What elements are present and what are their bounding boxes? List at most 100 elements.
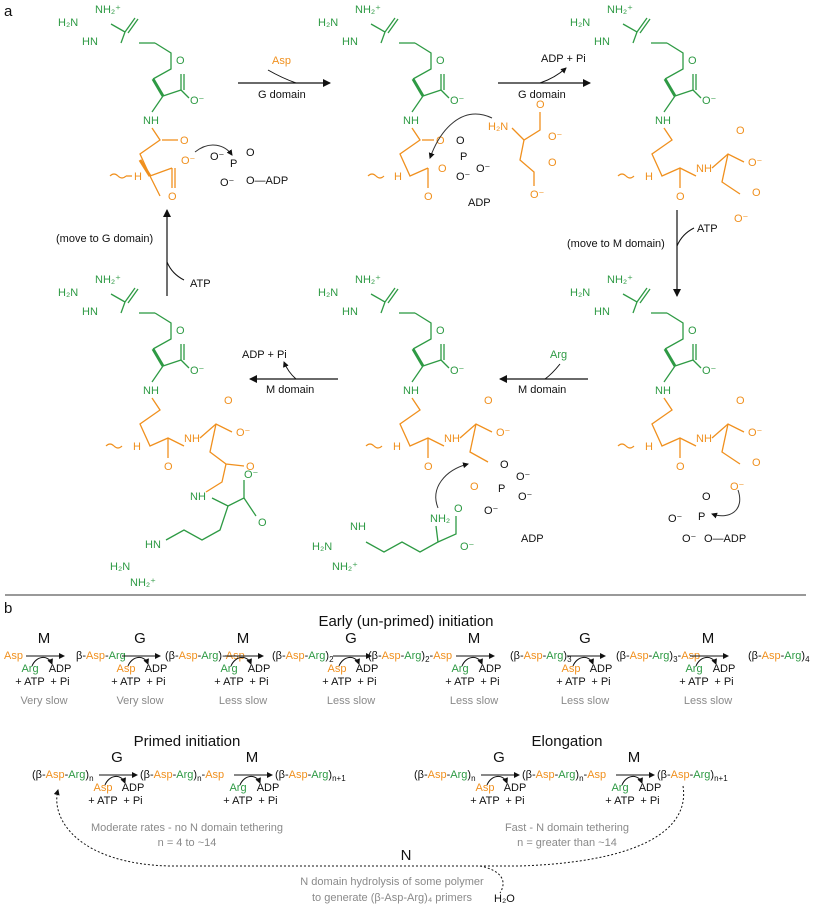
rate-label: Very slow bbox=[20, 695, 67, 707]
h2n-label: H₂N bbox=[570, 287, 590, 299]
nh-label: NH bbox=[696, 163, 712, 175]
adp-label: ADP bbox=[504, 782, 527, 794]
hn-label: HN bbox=[82, 306, 98, 318]
ominus-label: O⁻ bbox=[734, 213, 749, 225]
ominus-label: O⁻ bbox=[210, 151, 225, 163]
nh2plus-label: NH₂⁺ bbox=[607, 274, 633, 286]
arrow-move-g: ATP (move to G domain) bbox=[56, 209, 211, 296]
molecule-1: NH₂⁺ H₂N HN O O⁻ NH O O O⁻ H NH P O⁻ O⁻ … bbox=[58, 4, 288, 203]
h2n-label: H₂N bbox=[58, 287, 78, 299]
enzyme-label: G bbox=[111, 749, 123, 766]
o-adp-label: O—ADP bbox=[704, 533, 746, 545]
o-label: O bbox=[246, 147, 255, 159]
o-label: O bbox=[752, 187, 761, 199]
early-species-row: Asp β-Asp-Arg (β-Asp-Arg)-Asp (β-Asp-Arg… bbox=[4, 650, 810, 664]
adp-label: ADP bbox=[590, 663, 613, 675]
atp-label: + ATP bbox=[322, 676, 351, 688]
adp-label: ADP bbox=[356, 663, 379, 675]
hn-label: HN bbox=[594, 306, 610, 318]
pi-label: + Pi bbox=[480, 676, 499, 688]
ominus-label: O⁻ bbox=[518, 491, 533, 503]
o-label: O bbox=[752, 457, 761, 469]
species-primer-next: (β-Asp-Arg)n+1 bbox=[275, 769, 346, 783]
nh2plus-label: NH₂⁺ bbox=[355, 274, 381, 286]
h-label: H bbox=[645, 441, 653, 453]
species-polymer: (β-Asp-Arg)n bbox=[414, 769, 476, 783]
pi-label: + Pi bbox=[357, 676, 376, 688]
enzyme-label: G bbox=[579, 630, 591, 647]
pi-label: + Pi bbox=[714, 676, 733, 688]
ominus-label: O⁻ bbox=[456, 171, 471, 183]
adp-label: ADP bbox=[521, 533, 544, 545]
g-domain-label: G domain bbox=[518, 89, 566, 101]
ominus-label: O⁻ bbox=[190, 95, 205, 107]
reagent-label: Asp bbox=[476, 782, 495, 794]
o-label: O bbox=[424, 461, 433, 473]
atp-label: + ATP bbox=[445, 676, 474, 688]
elongation-species-row: (β-Asp-Arg)n (β-Asp-Arg)n-Asp (β-Asp-Arg… bbox=[414, 769, 728, 783]
atp-reagent: ATP bbox=[697, 223, 718, 235]
o-label: O bbox=[470, 481, 479, 493]
molecule-6: NH₂⁺ H₂N HN O O⁻ NH NH H O O O⁻ O NH O⁻ … bbox=[58, 274, 267, 589]
panel-a-label: a bbox=[4, 3, 13, 20]
enzyme-label: M bbox=[246, 749, 259, 766]
ominus-label: O⁻ bbox=[730, 481, 745, 493]
hn-label: HN bbox=[342, 306, 358, 318]
h2n-label: H₂N bbox=[318, 17, 338, 29]
primed-species-row: (β-Asp-Arg)n (β-Asp-Arg)n-Asp (β-Asp-Arg… bbox=[32, 769, 346, 783]
pi-label: + Pi bbox=[249, 676, 268, 688]
species-asp-arg-3-asp: (β-Asp-Arg)3-Asp bbox=[616, 650, 700, 664]
enzyme-label: M bbox=[468, 630, 481, 647]
h2n-label: H₂N bbox=[312, 541, 332, 553]
o-label: O bbox=[180, 135, 189, 147]
arrow-g1: Asp G domain bbox=[238, 55, 331, 101]
ominus-label: O⁻ bbox=[548, 131, 563, 143]
arg-reagent: Arg bbox=[550, 349, 567, 361]
nh2-label: NH₂ bbox=[430, 513, 450, 525]
adp-label: ADP bbox=[479, 663, 502, 675]
g-domain-label: G domain bbox=[258, 89, 306, 101]
reagent-curl-arrow bbox=[695, 657, 717, 667]
water-label: H₂O bbox=[494, 893, 515, 905]
nh2plus-label: NH₂⁺ bbox=[607, 4, 633, 16]
phosphate-p: P bbox=[460, 151, 467, 163]
pi-label: + Pi bbox=[640, 795, 659, 807]
o-label: O bbox=[676, 461, 685, 473]
reagent-label: Arg bbox=[229, 782, 246, 794]
adp-label: ADP bbox=[713, 663, 736, 675]
o-label: O bbox=[548, 157, 557, 169]
arrow-g2: ADP + Pi G domain bbox=[498, 53, 591, 101]
pi-label: + Pi bbox=[591, 676, 610, 688]
o-label: O bbox=[224, 395, 233, 407]
species-asp-arg-3: (β-Asp-Arg)3 bbox=[510, 650, 572, 664]
ominus-label: O⁻ bbox=[668, 513, 683, 525]
o-label: O bbox=[484, 395, 493, 407]
nh-label: NH bbox=[184, 433, 200, 445]
nh-label: NH bbox=[655, 385, 671, 397]
ominus-label: O⁻ bbox=[190, 365, 205, 377]
reagent-curl-arrow bbox=[461, 657, 483, 667]
rate-label: Less slow bbox=[684, 695, 732, 707]
nh-label: NH bbox=[143, 115, 159, 127]
ominus-label: O⁻ bbox=[516, 471, 531, 483]
phosphate-p: P bbox=[498, 483, 505, 495]
elongation-rate: Fast - N domain tethering bbox=[505, 822, 629, 834]
reagent-label: Asp bbox=[117, 663, 136, 675]
nh-label: NH bbox=[350, 521, 366, 533]
enzyme-label: G bbox=[134, 630, 146, 647]
o-label: O bbox=[456, 135, 465, 147]
move-g-note: (move to G domain) bbox=[56, 233, 153, 245]
pi-label: + Pi bbox=[123, 795, 142, 807]
enzyme-label: G bbox=[493, 749, 505, 766]
elongation-title: Elongation bbox=[532, 733, 603, 750]
species-asp-arg-4: (β-Asp-Arg)4 bbox=[748, 650, 810, 664]
ominus-label: O⁻ bbox=[476, 163, 491, 175]
enzyme-label: M bbox=[702, 630, 715, 647]
